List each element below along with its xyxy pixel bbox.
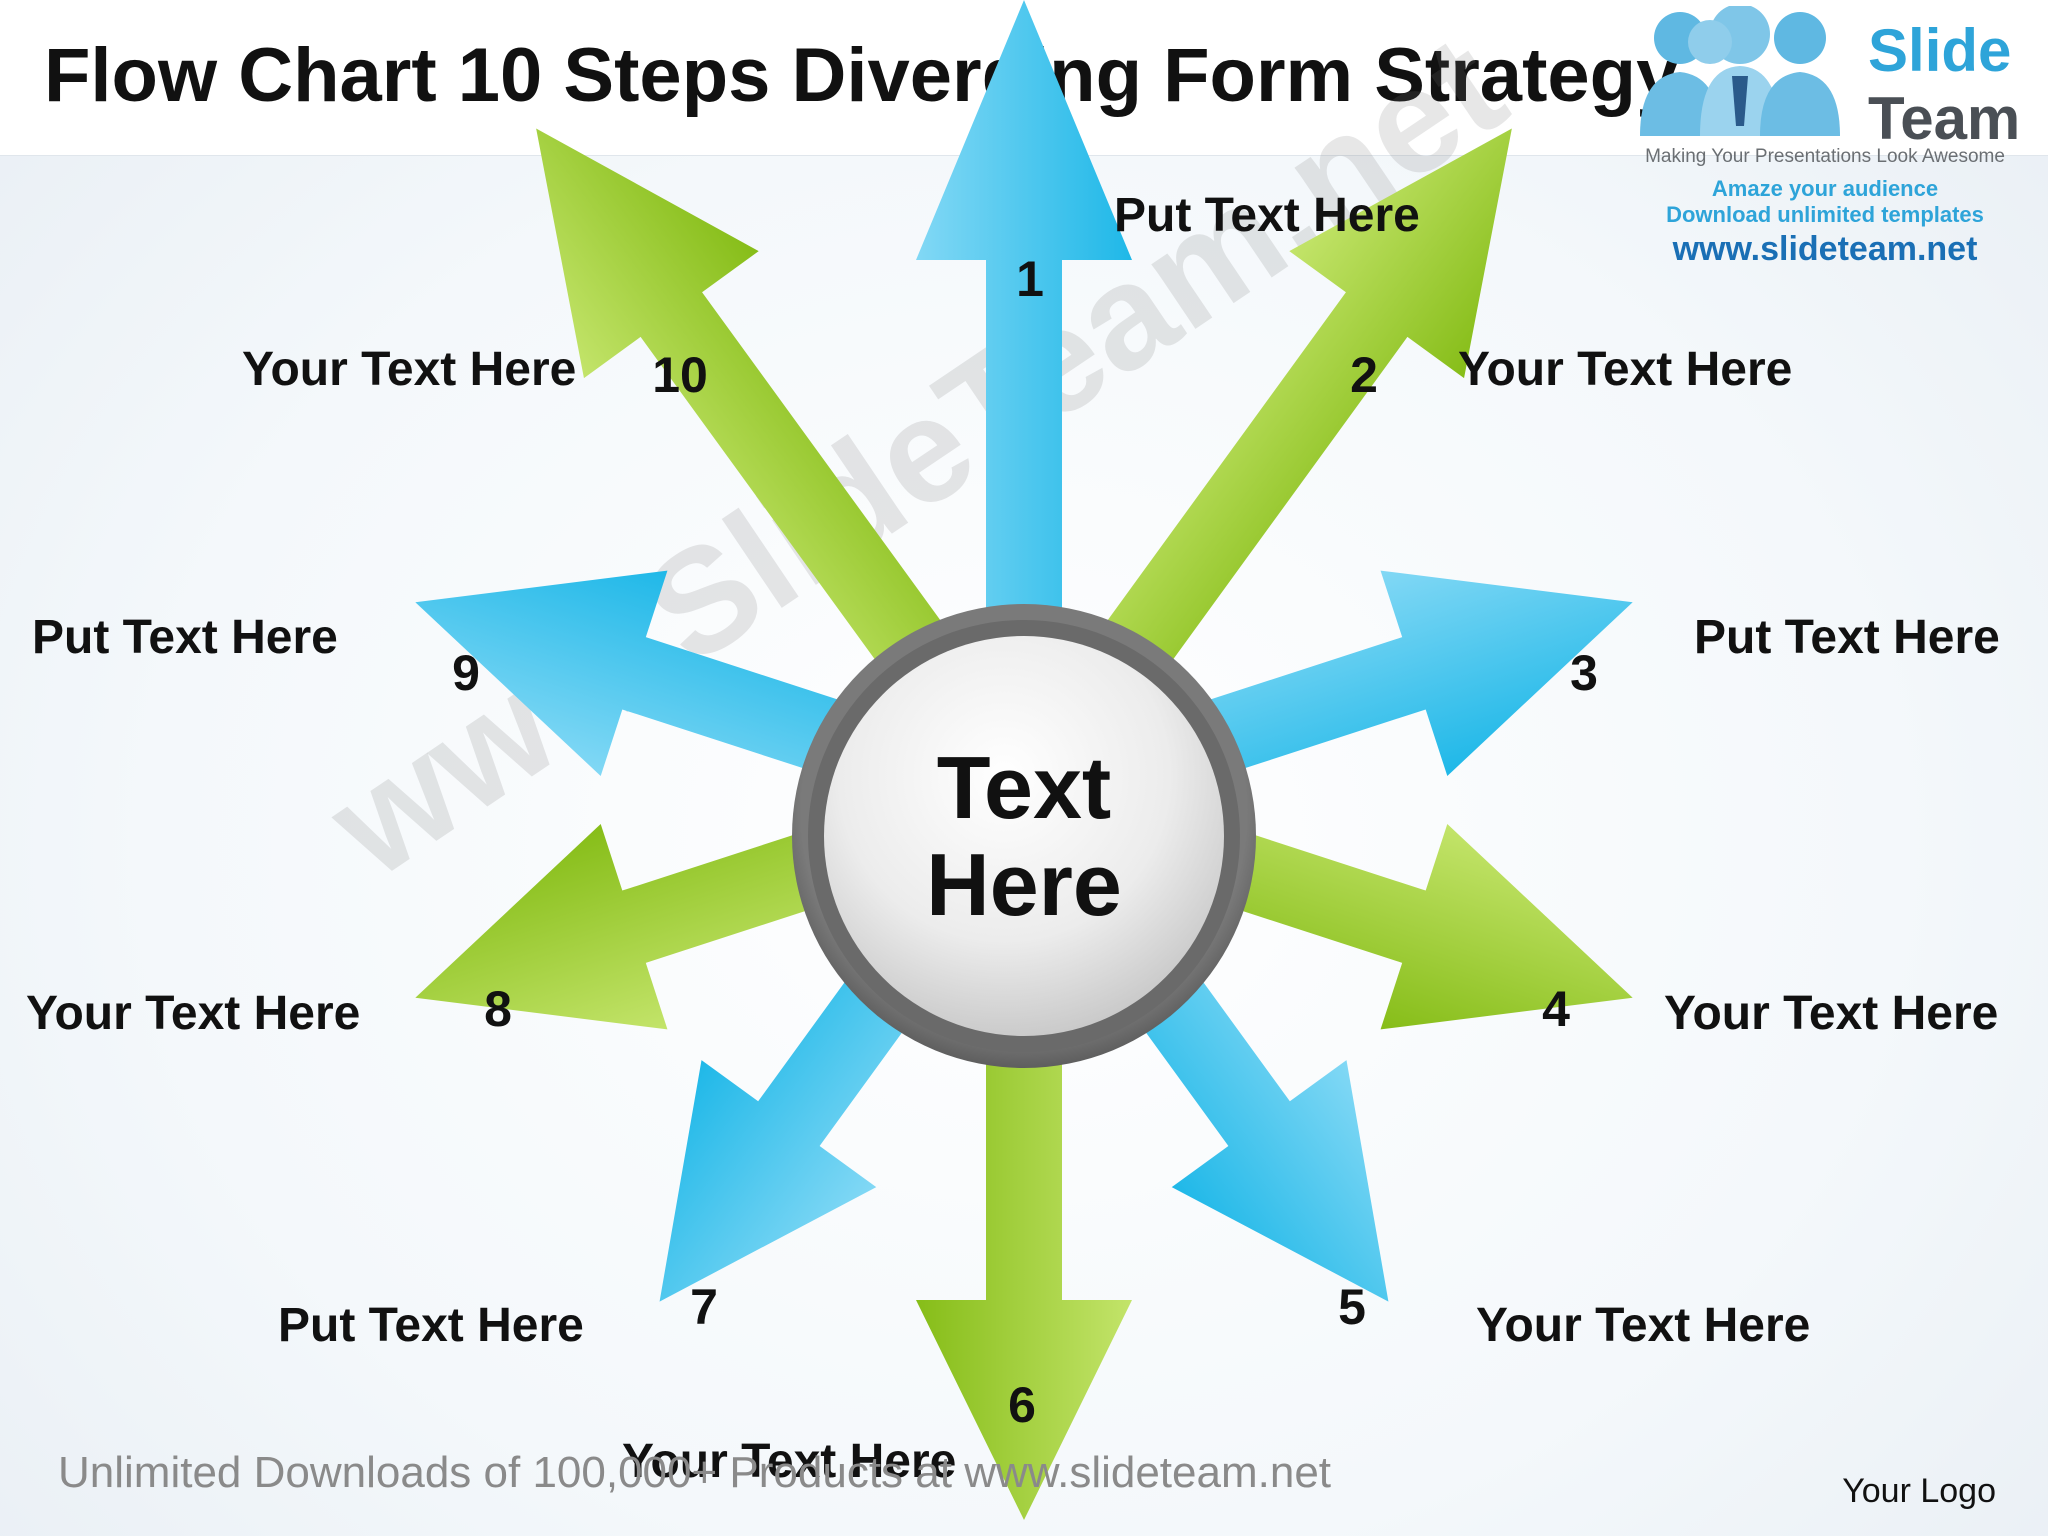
center-circle xyxy=(792,604,1256,1068)
step-number-1: 1 xyxy=(1016,251,1044,307)
step-number-10: 10 xyxy=(652,347,708,403)
center-label-line1: Text xyxy=(936,738,1112,837)
step-number-4: 4 xyxy=(1542,981,1570,1037)
step-label-3: Put Text Here xyxy=(1694,611,2000,664)
brand-amaze: Amaze your audience xyxy=(1711,176,1939,201)
brand-url: www.slideteam.net xyxy=(1672,230,1978,268)
step-number-3: 3 xyxy=(1570,645,1598,701)
step-number-7: 7 xyxy=(690,1279,718,1335)
brand-slide-word: Slide xyxy=(1868,17,2012,84)
step-label-10: Your Text Here xyxy=(242,343,577,396)
brand-download: Download unlimited templates xyxy=(1666,202,1984,227)
step-number-6: 6 xyxy=(1008,1377,1036,1433)
slideteam-logo: Slide Team Making Your Presentations Loo… xyxy=(1620,6,2030,268)
step-label-1: Put Text Here xyxy=(1114,189,1420,242)
center-label-line2: Here xyxy=(926,834,1122,934)
step-label-4: Your Text Here xyxy=(1664,987,1999,1040)
arrow-6 xyxy=(916,800,1132,1520)
step-numbers: 1 2 3 4 5 6 7 8 9 10 xyxy=(452,251,1598,1433)
step-number-2: 2 xyxy=(1350,347,1378,403)
arrow-1 xyxy=(916,0,1132,800)
step-number-5: 5 xyxy=(1338,1279,1366,1335)
step-number-8: 8 xyxy=(484,981,512,1037)
step-label-5: Your Text Here xyxy=(1476,1299,1811,1352)
step-label-7: Put Text Here xyxy=(278,1299,584,1352)
step-label-6: Your Text Here xyxy=(622,1435,957,1488)
step-label-9: Put Text Here xyxy=(32,611,338,664)
step-label-2: Your Text Here xyxy=(1458,343,1793,396)
your-logo-placeholder: Your Logo xyxy=(1842,1472,1996,1510)
brand-team-word: Team xyxy=(1868,85,2021,152)
brand-tagline: Making Your Presentations Look Awesome xyxy=(1645,146,2005,167)
people-group-icon xyxy=(1640,6,1840,136)
slide-title: Flow Chart 10 Steps Diverging Form Strat… xyxy=(44,33,1679,118)
step-label-8: Your Text Here xyxy=(26,987,361,1040)
footer-watermark: Unlimited Downloads of 100,000+ Products… xyxy=(58,1448,1332,1497)
step-number-9: 9 xyxy=(452,645,480,701)
center-label: Text Here xyxy=(824,738,1224,934)
